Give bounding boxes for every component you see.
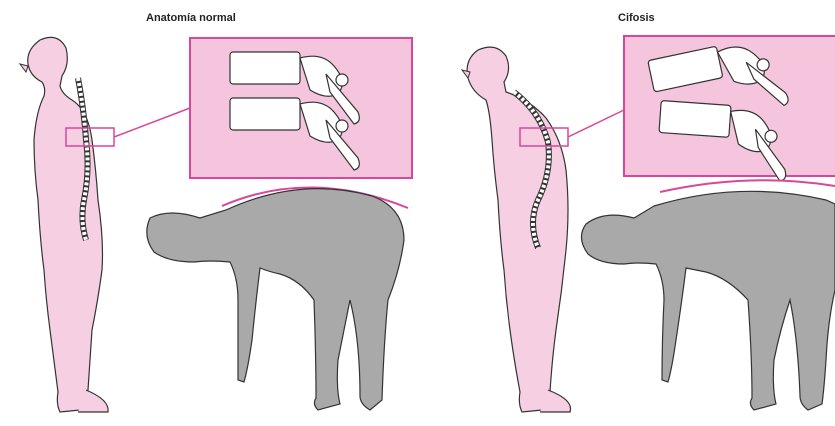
connector-line-normal — [114, 108, 190, 137]
inset-vertebrae-kyphosis — [624, 34, 835, 182]
inset-vertebrae-normal — [190, 38, 412, 178]
standing-figure-normal — [20, 37, 108, 412]
connector-line-kyphosis — [568, 110, 624, 137]
standing-figure-kyphosis — [462, 47, 571, 412]
bending-figure-normal — [147, 189, 404, 410]
bending-figure-kyphosis — [581, 191, 835, 410]
curvature-arc-kyphosis — [660, 180, 835, 192]
